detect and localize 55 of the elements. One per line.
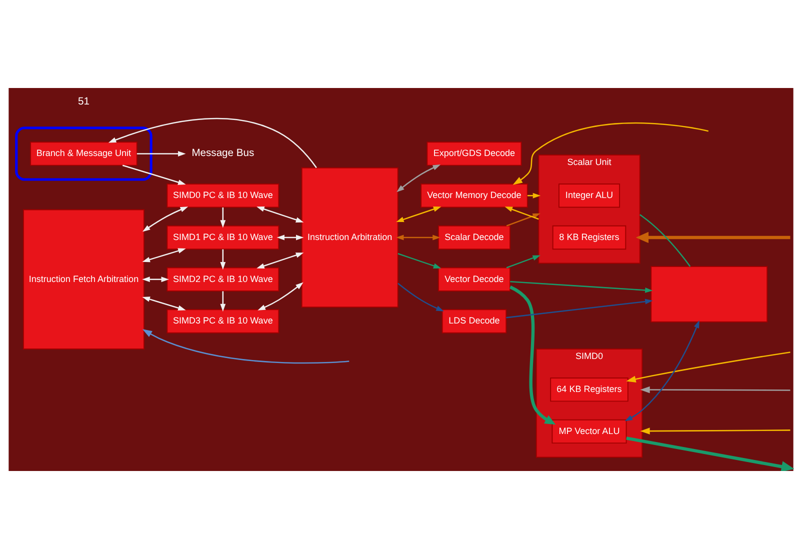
arrow <box>258 282 304 310</box>
arrow <box>142 248 186 262</box>
arrow <box>256 206 304 222</box>
node-box: Scalar Decode <box>438 224 510 250</box>
arrow <box>122 164 186 184</box>
arrow <box>504 206 539 220</box>
node-box: Integer ALU <box>558 183 620 208</box>
arrow <box>527 192 541 198</box>
node-box: Instruction Fetch Arbitration <box>23 208 144 349</box>
node-box <box>650 266 768 322</box>
arrow <box>220 206 226 228</box>
node-box: 8 KB Registers <box>552 224 626 250</box>
arrow <box>136 150 186 156</box>
node-box: MP Vector ALU <box>552 418 627 444</box>
node-box: Vector Decode <box>438 266 510 291</box>
arrow <box>506 254 540 268</box>
node-box: Export/GDS Decode <box>426 141 522 166</box>
arrow <box>142 328 350 364</box>
arrow <box>398 282 444 311</box>
arrow <box>142 296 186 310</box>
node-box: Instruction Arbitration <box>301 166 398 308</box>
arrow <box>640 427 790 434</box>
arrow <box>624 320 700 421</box>
node-box: SIMD1 PC & IB 10 Wave <box>166 224 280 250</box>
arrow <box>142 276 170 282</box>
arrow <box>636 231 790 243</box>
arrow <box>108 118 317 168</box>
node-box: SIMD3 PC & IB 10 Wave <box>166 308 280 333</box>
arrow <box>510 280 653 292</box>
arrow <box>220 248 226 270</box>
node-box: LDS Decode <box>442 308 507 333</box>
arrow <box>512 122 709 184</box>
arrow <box>396 234 440 240</box>
arrow <box>276 234 304 240</box>
node-box: SIMD0 PC & IB 10 Wave <box>166 183 280 208</box>
arrow <box>142 206 188 232</box>
arrow <box>626 351 790 382</box>
arrow <box>220 290 226 312</box>
node-box: Branch & Message Unit <box>30 141 138 166</box>
node-box: Vector Memory Decode <box>420 183 528 208</box>
arrow <box>396 164 441 192</box>
node-box: 64 KB Registers <box>550 377 628 402</box>
arrow <box>640 386 790 393</box>
connector <box>639 214 691 266</box>
arrow <box>626 436 794 470</box>
arrow <box>506 298 653 318</box>
cluster <box>15 126 152 180</box>
arrow <box>396 206 442 222</box>
arrow <box>256 252 304 268</box>
arrow <box>398 252 442 268</box>
label: 51 <box>78 96 90 108</box>
arrow <box>506 212 540 226</box>
node-text: Message Bus <box>192 148 254 159</box>
node-box: SIMD2 PC & IB 10 Wave <box>166 266 280 291</box>
arrow <box>510 285 556 424</box>
